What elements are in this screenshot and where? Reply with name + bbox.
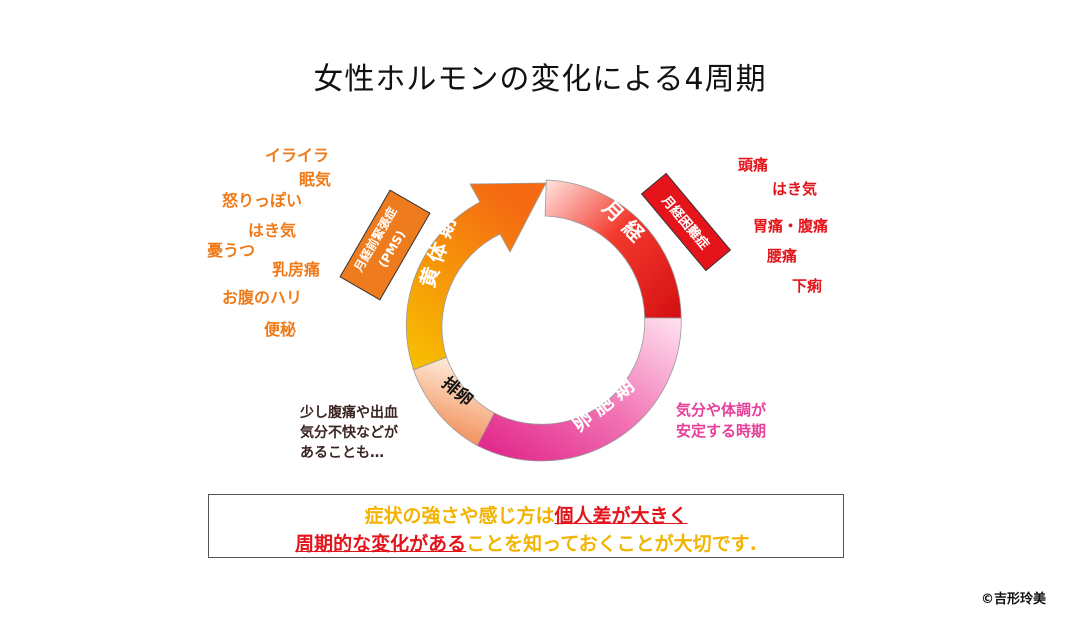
menstrual-symptom: 腰痛	[767, 247, 798, 265]
luteal-symptom: 乳房痛	[272, 260, 321, 279]
note-emphasis: 個人差が大きく	[554, 505, 688, 527]
luteal-arrow	[405, 182, 547, 371]
luteal-symptom: 眠気	[299, 170, 332, 189]
luteal-symptom: イライラ	[265, 146, 330, 165]
follicular-note-line: 気分や体調が	[676, 401, 767, 419]
note-box: 症状の強さや感じ方は個人差が大きく 周期的な変化があることを知っておくことが大切…	[208, 494, 844, 558]
luteal-symptom: はき気	[248, 221, 297, 240]
dysmenorrhea-tag	[640, 172, 732, 272]
ovulation-note-line: 気分不快などが	[300, 425, 398, 441]
copyright: ©吉形玲美	[980, 592, 1046, 607]
note-line-2: 周期的な変化があることを知っておくことが大切です.	[209, 529, 843, 556]
note-text: ことを知っておくことが大切です.	[466, 533, 757, 555]
follicular-note: 気分や体調が 安定する時期	[676, 400, 766, 442]
luteal-symptom: お腹のハリ	[222, 288, 303, 307]
note-emphasis: 周期的な変化がある	[295, 533, 467, 555]
note-line-1: 症状の強さや感じ方は個人差が大きく	[209, 501, 843, 528]
luteal-symptom: 便秘	[264, 320, 297, 339]
pms-tag	[339, 189, 431, 301]
menstrual-symptom: 頭痛	[738, 156, 769, 174]
page-title: 女性ホルモンの変化による4周期	[313, 62, 767, 97]
ovulation-note-line: 少し腹痛や出血	[300, 405, 398, 421]
ovulation-note: 少し腹痛や出血 気分不快などが あることも…	[300, 403, 398, 463]
menstrual-symptom: はき気	[772, 180, 818, 198]
note-text: 症状の強さや感じ方は	[364, 505, 555, 527]
menstrual-symptom: 胃痛・腹痛	[753, 217, 829, 235]
follicular-note-line: 安定する時期	[676, 422, 767, 440]
luteal-symptom: 憂うつ	[207, 241, 256, 260]
menstrual-symptom: 下痢	[792, 277, 823, 295]
luteal-symptom: 怒りっぽい	[222, 191, 303, 210]
ovulation-note-line: あることも…	[300, 445, 384, 461]
follicular-segment	[476, 317, 682, 462]
